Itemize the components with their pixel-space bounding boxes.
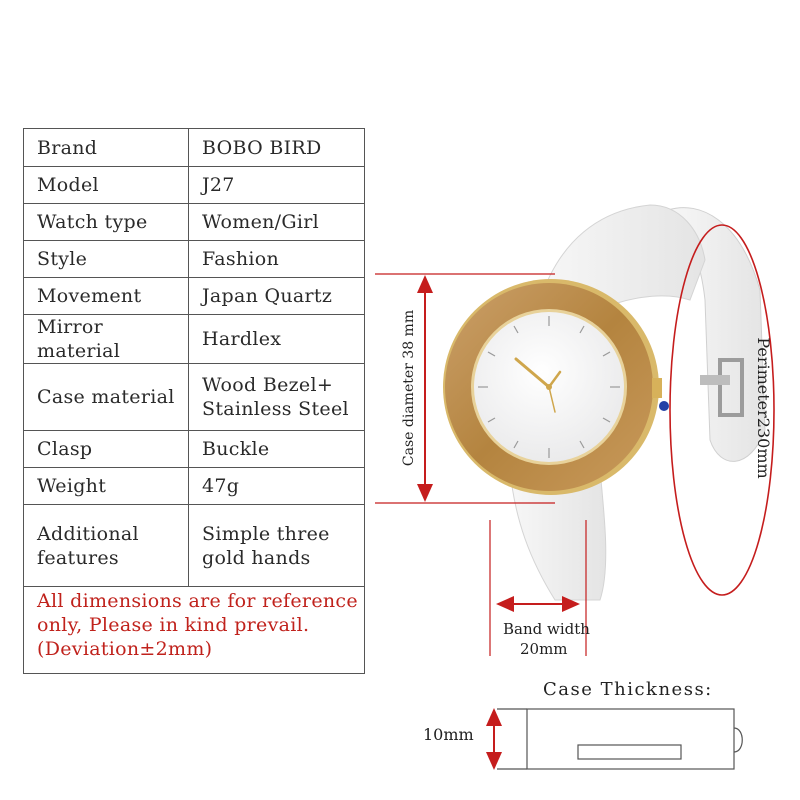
spec-value: Wood Bezel+ Stainless Steel <box>188 363 365 431</box>
spec-row-watch-type: Watch type Women/Girl <box>23 203 365 241</box>
spec-row-mirror-material: Mirror material Hardlex <box>23 314 365 364</box>
note-line: All dimensions are for reference <box>37 590 358 612</box>
spec-row-weight: Weight 47g <box>23 467 365 505</box>
case-diameter-label: Case diameter 38 mm <box>401 310 417 466</box>
spec-value: Simple three gold hands <box>188 504 365 587</box>
note-line: only, Please in kind prevail. <box>37 614 310 636</box>
spec-label: Mirror material <box>23 314 189 364</box>
spec-value: Women/Girl <box>188 203 365 241</box>
spec-label: Clasp <box>23 430 189 468</box>
spec-row-model: Model J27 <box>23 166 365 204</box>
spec-value-line: gold hands <box>202 546 311 569</box>
case-thickness-title: Case Thickness: <box>543 679 713 700</box>
spec-label: Movement <box>23 277 189 315</box>
spec-row-clasp: Clasp Buckle <box>23 430 365 468</box>
spec-label: Style <box>23 240 189 278</box>
spec-value: Fashion <box>188 240 365 278</box>
perimeter-label: Perimeter230mm <box>754 337 773 478</box>
watch-hands <box>514 357 562 413</box>
reference-note: All dimensions are for reference only, P… <box>23 578 365 674</box>
spec-table: Brand BOBO BIRD Model J27 Watch type Wom… <box>23 128 365 587</box>
crown <box>652 378 662 398</box>
spec-row-style: Style Fashion <box>23 240 365 278</box>
case-thickness-diagram <box>497 708 743 770</box>
band-width-label: Band width <box>503 620 590 638</box>
spec-value-line: Simple three <box>202 522 330 545</box>
spec-label: Additional features <box>23 504 189 587</box>
dial-markers <box>478 316 620 458</box>
spec-label-line: Additional <box>37 522 139 545</box>
spec-value: Japan Quartz <box>188 277 365 315</box>
case-diameter-dimension <box>375 273 555 504</box>
spec-value-line: Wood Bezel+ <box>202 374 334 396</box>
spec-value: J27 <box>188 166 365 204</box>
spec-value: BOBO BIRD <box>188 128 365 167</box>
note-line: (Deviation±2mm) <box>37 638 213 660</box>
perimeter-ellipse <box>669 224 775 596</box>
spec-label: Weight <box>23 467 189 505</box>
watch-case <box>443 279 669 495</box>
spec-label: Brand <box>23 128 189 167</box>
spec-value: 47g <box>188 467 365 505</box>
spec-value-line: Stainless Steel <box>202 398 349 420</box>
spec-value: Hardlex <box>188 314 365 364</box>
crown-gem <box>659 401 669 411</box>
spec-label-line: features <box>37 546 119 569</box>
band-width-dimension <box>489 520 587 656</box>
spec-row-additional-features: Additional features Simple three gold ha… <box>23 504 365 587</box>
band-width-value: 20mm <box>520 640 568 658</box>
spec-row-brand: Brand BOBO BIRD <box>23 128 365 167</box>
spec-row-movement: Movement Japan Quartz <box>23 277 365 315</box>
spec-value: Buckle <box>188 430 365 468</box>
case-thickness-value: 10mm <box>423 725 474 744</box>
